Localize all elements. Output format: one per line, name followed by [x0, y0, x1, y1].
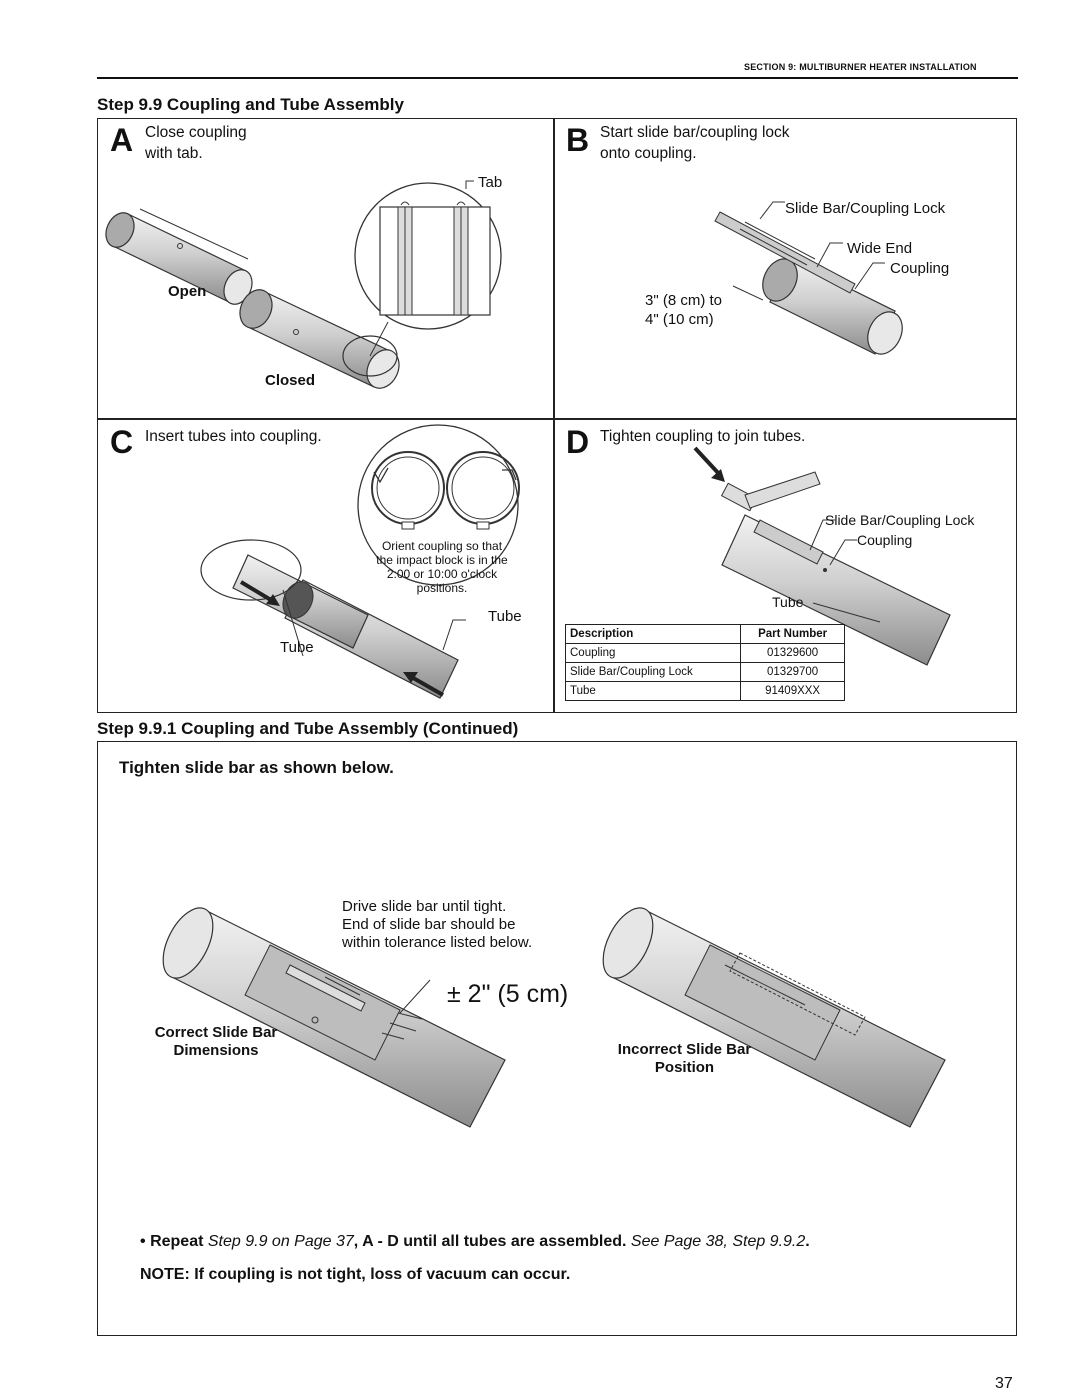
panel-a-letter: A	[110, 122, 134, 158]
drive-text-3: within tolerance listed below.	[342, 934, 533, 951]
parts-table: Description Part Number Coupling 0132960…	[564, 624, 845, 701]
panel-b-text-1: Start slide bar/coupling lock	[600, 124, 790, 141]
panel-c-tube-label-right: Tube	[488, 608, 522, 625]
tubes-into-coupling-drawing	[200, 539, 466, 699]
panel-a-tab-label: Tab	[478, 174, 503, 191]
step-9-9-title: Step 9.9 Coupling and Tube Assembly	[97, 95, 404, 114]
drive-text-1: Drive slide bar until tight.	[342, 898, 507, 915]
panel-b-letter: B	[566, 122, 590, 158]
open-coupling-drawing	[105, 208, 253, 305]
panel-b-text-2: onto coupling.	[600, 145, 697, 162]
section-header: SECTION 9: MULTIBURNER HEATER INSTALLATI…	[744, 62, 977, 72]
panel-d-text: Tighten coupling to join tubes.	[600, 428, 806, 445]
panel-c-tube-label-left: Tube	[280, 639, 314, 656]
panel-b-dimension-2: 4" (10 cm)	[645, 311, 714, 328]
panel-d-slide-bar-label: Slide Bar/Coupling Lock	[825, 512, 975, 528]
step-9-9-1-box	[97, 741, 1017, 1336]
repeat-bold-2: , A - D until all tubes are assembled.	[353, 1233, 627, 1250]
correct-slide-bar-label-1: Correct Slide Bar	[154, 1024, 278, 1041]
table-row: Tube 91409XXX	[564, 681, 845, 701]
panel-divider-vertical	[553, 118, 555, 713]
slide-bar-illustrations	[162, 907, 946, 1128]
panel-b-illustration	[714, 201, 903, 355]
parts-table-cell: 01329600	[740, 643, 845, 663]
step-9-9-1-title: Step 9.9.1 Coupling and Tube Assembly (C…	[97, 719, 519, 738]
repeat-bold-3: .	[805, 1233, 810, 1250]
panel-d-tube-label: Tube	[772, 594, 804, 610]
panel-d-illustration	[693, 446, 951, 666]
table-row: Coupling 01329600	[564, 643, 845, 663]
parts-table-cell: 01329700	[740, 662, 845, 682]
parts-table-header-row: Description Part Number	[564, 624, 845, 644]
coupling-with-slide-bar-drawing	[714, 201, 903, 355]
panel-b-coupling-label: Coupling	[890, 260, 950, 277]
parts-table-cell: 91409XXX	[740, 681, 845, 701]
panel-b-slide-bar-label: Slide Bar/Coupling Lock	[785, 200, 946, 217]
panel-c-note-3: 2:00 or 10:00 o'clock	[386, 567, 498, 581]
correct-slide-bar-label-2: Dimensions	[173, 1042, 259, 1059]
panel-c-text: Insert tubes into coupling.	[145, 428, 322, 445]
vacuum-note: NOTE: If coupling is not tight, loss of …	[140, 1266, 571, 1283]
panel-a-illustration	[105, 180, 502, 389]
correct-slide-bar-drawing	[162, 907, 506, 1128]
repeat-bullet: •	[140, 1233, 146, 1250]
panel-a-text-1: Close coupling	[145, 124, 247, 141]
orientation-detail-circle	[357, 424, 520, 586]
parts-table-cell: Slide Bar/Coupling Lock	[564, 662, 742, 682]
panel-a-open-label: Open	[168, 283, 207, 300]
assembly-panels-box	[97, 118, 1017, 713]
tolerance-label: ± 2" (5 cm)	[447, 980, 569, 1008]
parts-table-header-part-number: Part Number	[740, 624, 845, 644]
panel-c-letter: C	[110, 424, 134, 460]
panel-c-note-2: the impact block is in the	[376, 553, 508, 567]
panel-a-text-2: with tab.	[145, 145, 203, 162]
parts-table-cell: Tube	[564, 681, 742, 701]
incorrect-slide-bar-drawing	[602, 907, 946, 1128]
page-number: 37	[995, 1375, 1013, 1392]
repeat-italic-2: See Page 38, Step 9.9.2	[630, 1233, 806, 1250]
panel-c-illustration	[200, 424, 520, 699]
panel-a-closed-label: Closed	[265, 372, 316, 389]
incorrect-slide-bar-label-1: Incorrect Slide Bar	[617, 1041, 752, 1058]
parts-table-cell: Coupling	[564, 643, 742, 663]
repeat-italic-1: Step 9.9 on Page 37	[207, 1233, 354, 1250]
repeat-bold-1: Repeat	[150, 1233, 204, 1250]
panel-divider-horizontal	[97, 418, 1017, 420]
header-rule	[97, 77, 1018, 79]
panel-d-coupling-label: Coupling	[857, 532, 913, 548]
panel-c-note-4: positions.	[416, 581, 468, 595]
step-9-9-1-subtitle: Tighten slide bar as shown below.	[119, 758, 394, 777]
drive-text-2: End of slide bar should be	[342, 916, 516, 933]
panel-b-wide-end-label: Wide End	[847, 240, 913, 257]
panel-d-letter: D	[566, 424, 590, 460]
tightened-coupling-drawing	[693, 446, 951, 666]
tab-detail-circle	[354, 180, 502, 357]
repeat-instruction: • Repeat Step 9.9 on Page 37, A - D unti…	[140, 1233, 810, 1251]
closed-coupling-drawing	[239, 289, 400, 389]
panel-b-dimension-1: 3" (8 cm) to	[645, 292, 723, 309]
incorrect-slide-bar-label-2: Position	[654, 1059, 715, 1076]
panel-c-note-1: Orient coupling so that	[381, 539, 503, 553]
table-row: Slide Bar/Coupling Lock 01329700	[564, 662, 845, 682]
parts-table-header-description: Description	[564, 624, 742, 644]
